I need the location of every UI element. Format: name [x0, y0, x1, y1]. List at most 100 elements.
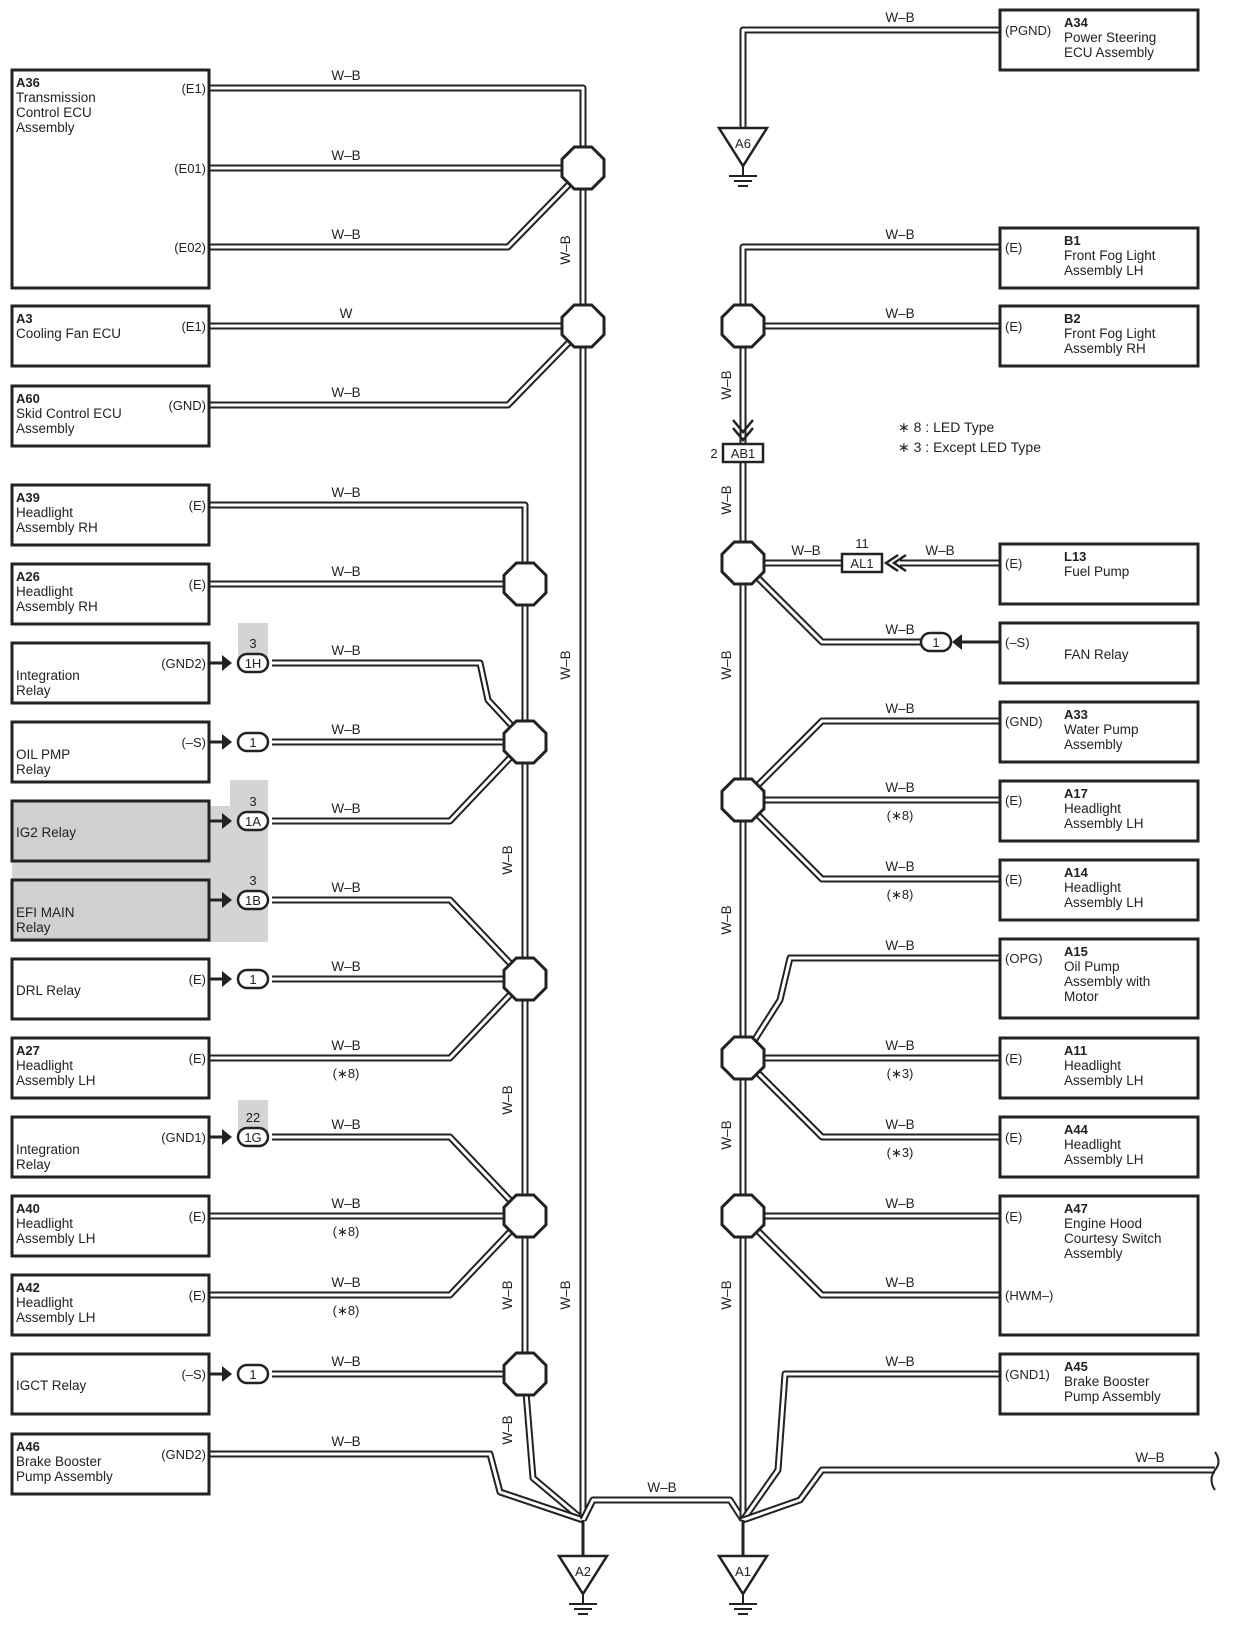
pin-label: (E): [189, 972, 206, 987]
splice-point: [560, 145, 606, 191]
wire-core: [741, 798, 1000, 881]
connector-arrow: [222, 813, 232, 829]
wire-label: W–B: [885, 1117, 914, 1132]
connector-arrow: [222, 892, 232, 908]
wire: [209, 976, 528, 1062]
connector-pill: [236, 968, 270, 990]
pin-label: (E): [1005, 1130, 1022, 1145]
component-name: Skid Control ECU: [16, 406, 122, 421]
component-code: A33: [1064, 707, 1088, 722]
variant-label: (∗8): [887, 887, 914, 902]
component-name: Assembly: [16, 421, 75, 436]
wire-outline: [739, 26, 1000, 128]
wire-label: W–B: [885, 938, 914, 953]
component-box: [10, 957, 211, 1021]
wire: [740, 560, 936, 646]
component-code: A15: [1064, 944, 1088, 959]
wire: [740, 1370, 1000, 1523]
wire-core: [272, 898, 527, 981]
pin-label: (E): [1005, 556, 1022, 571]
component-name: Oil Pump: [1064, 959, 1120, 974]
wire-label: W–B: [885, 859, 914, 874]
pin-label: (E): [1005, 793, 1022, 808]
wire-core: [581, 1498, 745, 1521]
wire-label-vertical: W–B: [719, 485, 734, 514]
wire-label: W–B: [331, 801, 360, 816]
wire-label: W–B: [885, 1354, 914, 1369]
wire-label: W–B: [885, 227, 914, 242]
connector-al1: [840, 552, 884, 574]
connector-ab1: [721, 442, 765, 464]
component-box: [10, 878, 211, 942]
component-box: [998, 1115, 1200, 1179]
ground-code: A1: [735, 1564, 751, 1579]
component-name: Headlight: [1064, 1058, 1121, 1073]
component-box: [10, 304, 211, 368]
connector-arrow: [732, 427, 754, 442]
connector-number: 1: [249, 972, 256, 987]
wire-label: W–B: [1135, 1450, 1164, 1465]
component-name: ECU Assembly: [1064, 45, 1154, 60]
wire-trunk-right: [739, 243, 1000, 1520]
component-name: Headlight: [1064, 801, 1121, 816]
pin-label: (GND1): [161, 1130, 206, 1145]
connector-pin: 3: [249, 636, 256, 651]
wire: [272, 896, 528, 982]
component-box: [10, 720, 211, 784]
wire-label: W–B: [925, 543, 954, 558]
component-name: IGCT Relay: [16, 1378, 87, 1393]
component-box: [998, 226, 1200, 290]
component-box: [10, 562, 211, 626]
wire-core: [741, 1056, 1000, 1139]
wire-label: W: [340, 306, 353, 321]
component-name: OIL PMP: [16, 747, 70, 762]
break-mark: [1210, 1451, 1220, 1491]
connector-ab1-label: AB1: [731, 446, 756, 461]
wire: [209, 1213, 528, 1299]
wire-core: [209, 1214, 527, 1297]
pin-label: (E): [189, 1288, 206, 1303]
splice-point: [720, 1035, 766, 1081]
component-name: Assembly: [1064, 1246, 1123, 1261]
component-box: [10, 1352, 211, 1416]
component-name: Headlight: [1064, 1137, 1121, 1152]
wire-label: W–B: [791, 543, 820, 558]
wire-core: [741, 719, 1000, 802]
wire-label: W–B: [331, 1434, 360, 1449]
wire-outline: [579, 1496, 746, 1522]
component-box: [10, 1194, 211, 1258]
wire: [740, 717, 1000, 803]
wire-label: W–B: [331, 68, 360, 83]
wire: [209, 167, 586, 251]
connector-arrow: [952, 634, 962, 650]
component-code: A17: [1064, 786, 1088, 801]
component-code: A44: [1064, 1122, 1089, 1137]
ground-code: A6: [735, 136, 751, 151]
component-name: Brake Booster: [1064, 1374, 1150, 1389]
wire-label: W–B: [331, 1038, 360, 1053]
wire-outline: [209, 976, 528, 1062]
component-name: Relay: [16, 683, 51, 698]
wire-label: W–B: [885, 701, 914, 716]
wire-label-vertical: W–B: [719, 1120, 734, 1149]
component-name: Assembly: [16, 120, 75, 135]
connector-al1-pin: 11: [855, 536, 869, 551]
splice-point: [720, 303, 766, 349]
pin-label: (E): [1005, 872, 1022, 887]
component-box: [10, 483, 211, 547]
component-box: [998, 1194, 1200, 1337]
wire-label: W–B: [885, 780, 914, 795]
wire-outline: [209, 325, 586, 409]
pin-label: (E1): [181, 319, 206, 334]
component-name: Assembly LH: [1064, 816, 1144, 831]
ground-code: A2: [575, 1564, 591, 1579]
wire-layer: [209, 26, 1220, 1524]
component-box: [998, 700, 1200, 764]
connector-arrow: [891, 553, 907, 573]
wire-a34: [739, 26, 1000, 128]
splice-point: [720, 777, 766, 823]
wire: [740, 954, 1000, 1060]
wire-label: W–B: [885, 1038, 914, 1053]
splice-point: [502, 1193, 548, 1239]
component-name: Assembly LH: [16, 1310, 96, 1325]
